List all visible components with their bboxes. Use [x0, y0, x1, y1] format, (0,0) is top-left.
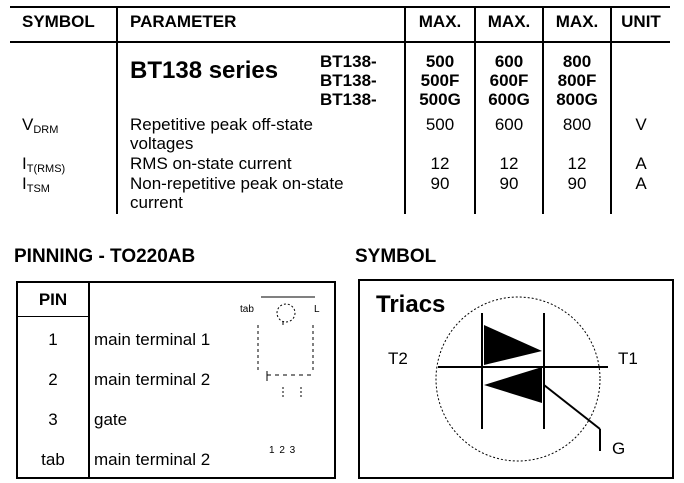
pin-number: tab — [41, 450, 65, 469]
pinning-title: PINNING - TO220AB — [14, 246, 196, 267]
pkg-pin-labels: 1 2 3 — [269, 445, 297, 456]
row-value-3: 800 — [562, 115, 592, 134]
triac-title: Triacs — [376, 291, 446, 318]
series-prefix-1: BT138- — [320, 52, 377, 71]
table-header-rule — [10, 41, 670, 43]
pinning-table: PIN 1 main terminal 1 2 main terminal 2 … — [16, 281, 336, 479]
series-col2-c: 600G — [488, 90, 530, 109]
pkg-tab-label: tab — [240, 304, 254, 315]
header-max-2: MAX. — [487, 12, 531, 31]
series-title: BT138 series — [130, 57, 279, 84]
row-value-1: 90 — [430, 174, 450, 193]
pin-description: main terminal 2 — [94, 370, 211, 389]
symbol-box: Triacs T2 T1 G — [358, 279, 674, 479]
header-parameter: PARAMETER — [130, 12, 237, 31]
pkg-l-label: L — [314, 304, 320, 315]
col-sep-1 — [116, 6, 118, 214]
terminal-t1-label: T1 — [618, 349, 638, 368]
header-max-1: MAX. — [418, 12, 462, 31]
row-value-3: 12 — [567, 154, 587, 173]
row-unit: A — [635, 154, 647, 173]
row-symbol: VDRM — [22, 115, 59, 136]
series-prefix-3: BT138- — [320, 90, 377, 109]
series-prefix-2: BT138- — [320, 71, 377, 90]
row-unit: A — [635, 174, 647, 193]
pin-col-divider — [88, 283, 90, 477]
row-param-line1: Repetitive peak off-state — [130, 115, 314, 134]
pin-description: main terminal 2 — [94, 450, 211, 469]
header-unit: UNIT — [621, 12, 661, 31]
row-symbol: ITSM — [22, 174, 50, 195]
row-value-2: 600 — [494, 115, 524, 134]
series-col1-a: 500 — [425, 52, 455, 71]
row-value-1: 12 — [430, 154, 450, 173]
row-unit: V — [635, 115, 647, 134]
row-param-line1: RMS on-state current — [130, 154, 292, 173]
series-col2-a: 600 — [494, 52, 524, 71]
table-top-rule — [10, 6, 670, 8]
row-value-2: 90 — [499, 174, 519, 193]
series-col2-b: 600F — [489, 71, 529, 90]
triac-symbol-icon — [435, 296, 608, 462]
terminal-t2-label: T2 — [388, 349, 408, 368]
pin-header-rule — [18, 316, 90, 317]
row-value-1: 500 — [425, 115, 455, 134]
row-value-2: 12 — [499, 154, 519, 173]
row-symbol: IT(RMS) — [22, 154, 66, 175]
series-col3-a: 800 — [562, 52, 592, 71]
series-col3-c: 800G — [556, 90, 598, 109]
row-param-line1: Non-repetitive peak on-state — [130, 174, 344, 193]
pin-number: 1 — [48, 330, 58, 349]
series-col1-c: 500G — [419, 90, 461, 109]
col-sep-5 — [610, 6, 612, 214]
pin-description: main terminal 1 — [94, 330, 211, 349]
gate-g-label: G — [612, 439, 626, 458]
row-param-line2: current — [130, 193, 183, 212]
col-sep-3 — [474, 6, 476, 214]
series-col3-b: 800F — [557, 71, 597, 90]
row-value-3: 90 — [567, 174, 587, 193]
pin-description: gate — [94, 410, 128, 429]
series-col1-b: 500F — [420, 71, 460, 90]
to220-package-outline — [257, 296, 315, 397]
col-sep-2 — [404, 6, 406, 214]
symbol-title: SYMBOL — [355, 246, 437, 267]
header-max-3: MAX. — [555, 12, 599, 31]
col-sep-4 — [542, 6, 544, 214]
row-param-line2: voltages — [130, 134, 194, 153]
pin-number: 2 — [48, 370, 58, 389]
pin-number: 3 — [48, 410, 58, 429]
pin-header: PIN — [38, 290, 68, 309]
header-symbol: SYMBOL — [22, 12, 95, 31]
